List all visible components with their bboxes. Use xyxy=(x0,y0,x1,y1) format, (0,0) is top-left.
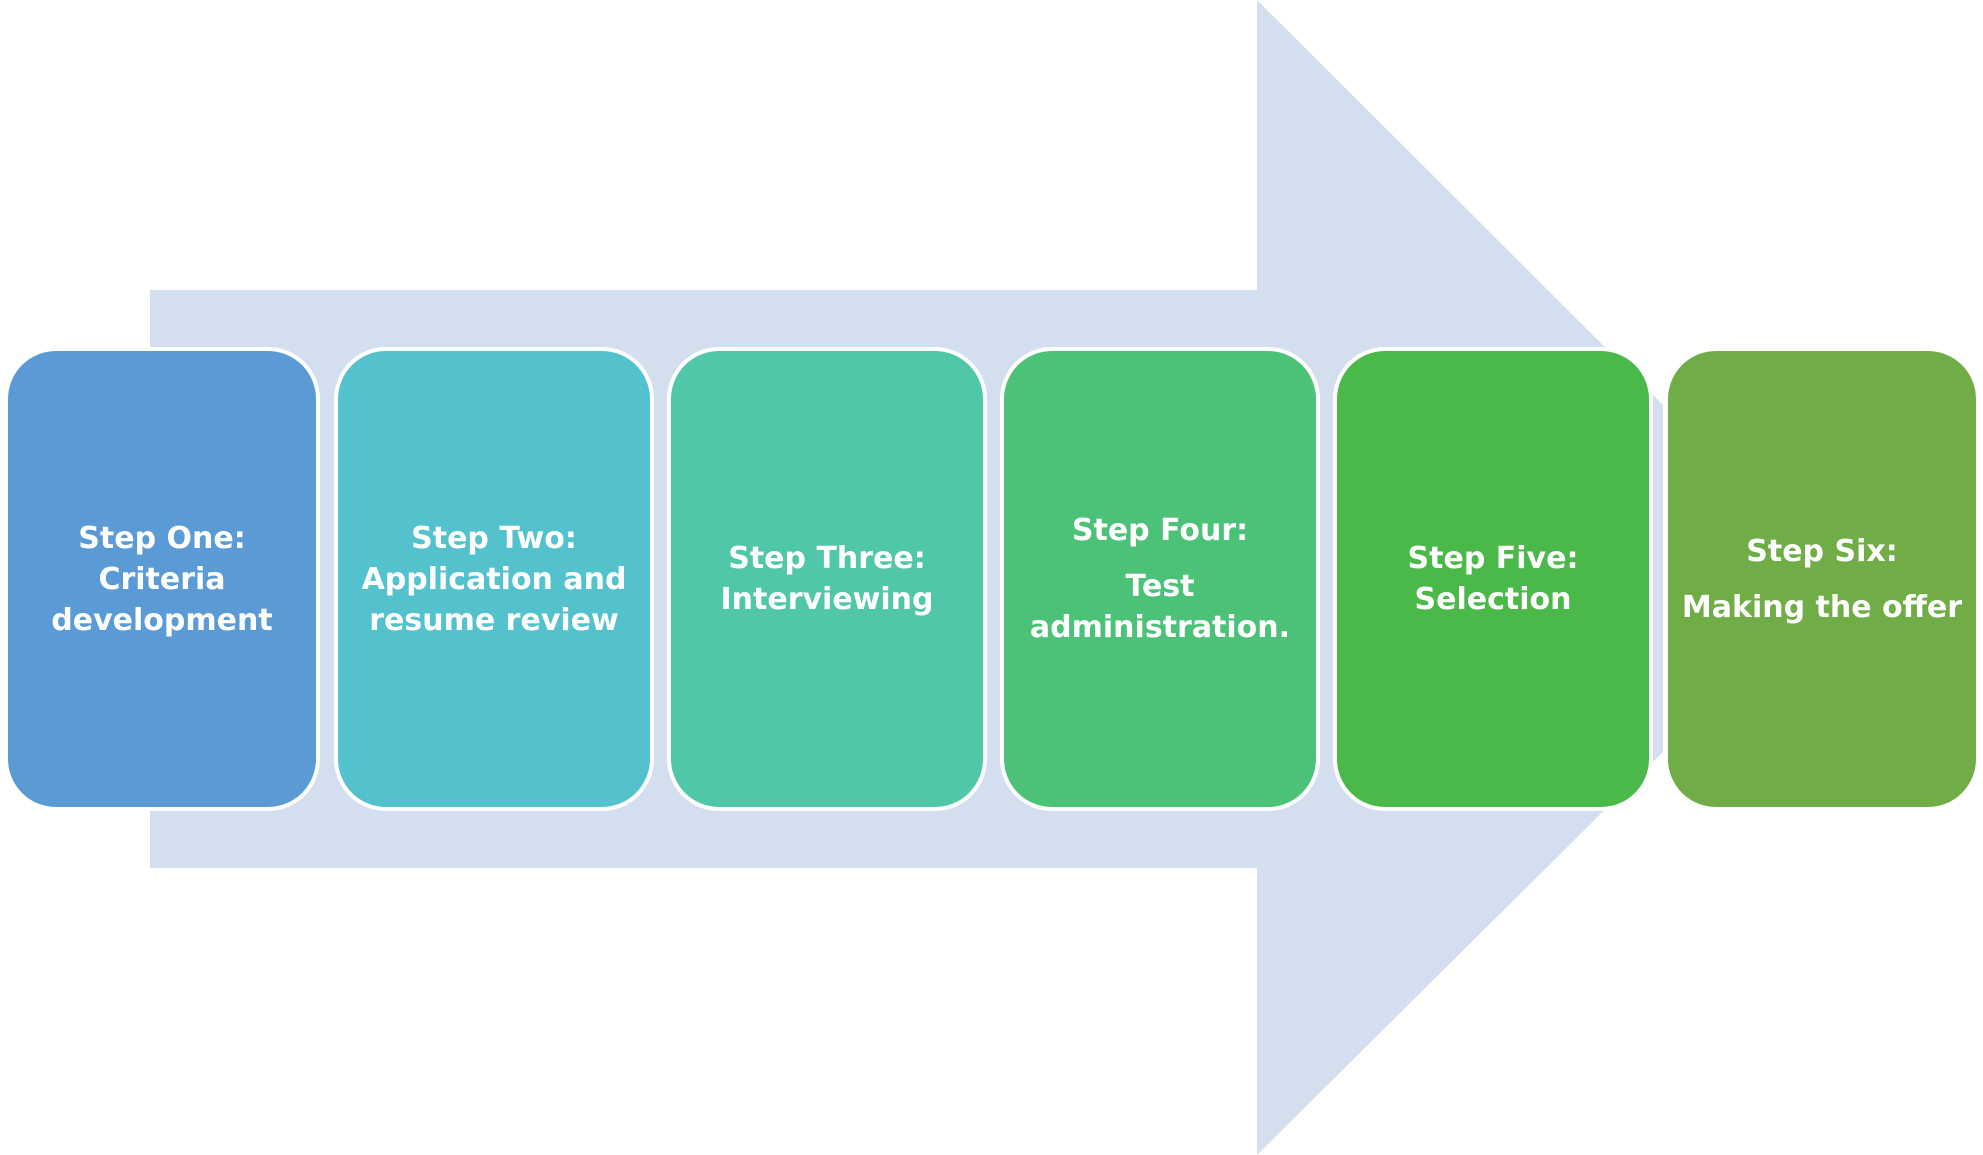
step-four-box: Step Four: Test administration. xyxy=(1000,347,1320,811)
step-two-title: Step Two: xyxy=(411,520,577,556)
step-one-line-2: development xyxy=(51,602,273,638)
step-one-title: Step One: xyxy=(78,520,246,556)
step-four-title: Step Four: xyxy=(1071,513,1249,548)
step-five-box: Step Five: Selection xyxy=(1333,347,1653,811)
step-three-line-1: Interviewing xyxy=(720,582,934,617)
step-one-box: Step One: Criteria development xyxy=(4,347,320,811)
step-two-line-2: resume review xyxy=(369,602,619,638)
step-one-line-1: Criteria xyxy=(98,561,226,597)
step-four-line-1: Test xyxy=(1125,569,1195,604)
step-five-line-1: Selection xyxy=(1414,582,1572,617)
step-six-title: Step Six: xyxy=(1746,533,1898,569)
step-two-box: Step Two: Application and resume review xyxy=(334,347,654,811)
step-five-title: Step Five: xyxy=(1407,541,1579,576)
step-two-line-1: Application and xyxy=(361,561,627,597)
step-six-line-1: Making the offer xyxy=(1681,589,1963,625)
step-three-box: Step Three: Interviewing xyxy=(667,347,987,811)
step-six-box: Step Six: Making the offer xyxy=(1664,347,1980,811)
step-three-title: Step Three: xyxy=(728,541,926,576)
step-four-line-2: administration. xyxy=(1029,610,1291,645)
